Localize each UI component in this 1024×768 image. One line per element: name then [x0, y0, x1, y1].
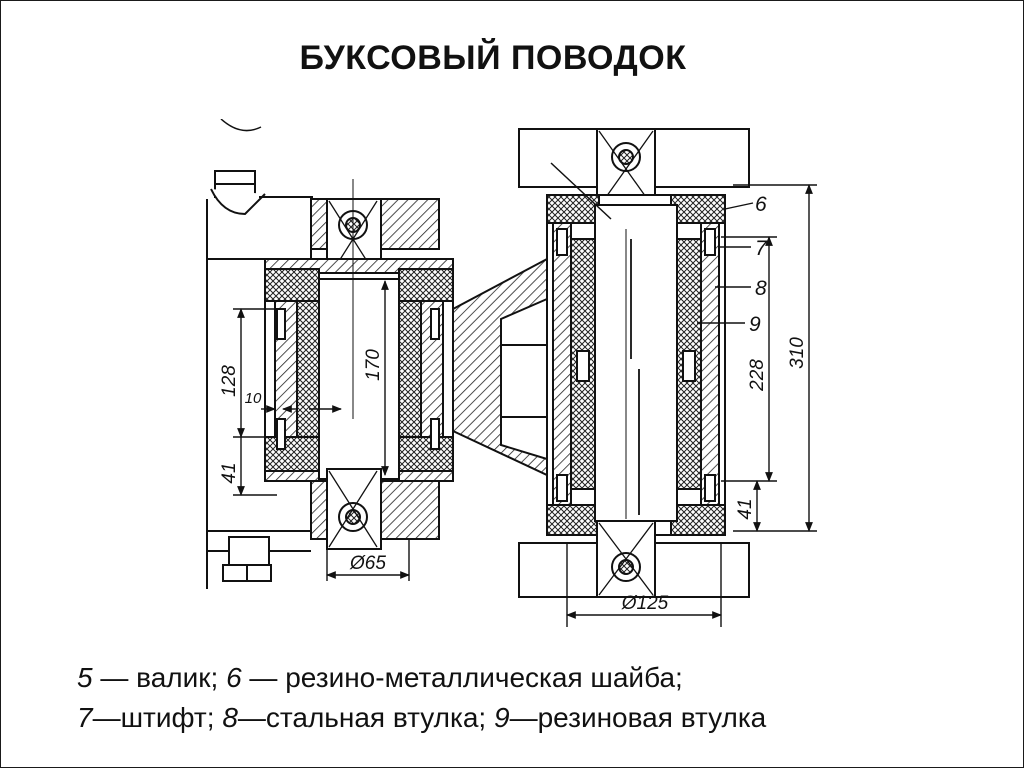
- caption-num: 7: [77, 702, 93, 733]
- caption: 5 — валик; 6 — резино-металлическая шайб…: [77, 658, 977, 738]
- dim-41-left: 41: [219, 462, 240, 483]
- dim-10: 10: [245, 390, 262, 407]
- part-label-6: 6: [755, 193, 767, 216]
- caption-text: —резиновая втулка: [509, 702, 767, 733]
- caption-num: 5: [77, 662, 93, 693]
- caption-text: — резино-металлическая шайба;: [241, 662, 683, 693]
- caption-line-1: 5 — валик; 6 — резино-металлическая шайб…: [77, 658, 977, 698]
- dim-170: 170: [363, 349, 384, 381]
- dim-128: 128: [219, 365, 240, 397]
- dim-228: 228: [747, 359, 768, 392]
- right-shaft: [594, 204, 678, 522]
- axle-box-link-drawing: 128 10 41 170 Ø65 228 310 41 Ø125 6 7 8 …: [206, 119, 817, 627]
- dim-d65: Ø65: [349, 553, 386, 574]
- bolt-top-left: [210, 119, 313, 216]
- caption-line-2: 7—штифт; 8—стальная втулка; 9—резиновая …: [77, 698, 977, 738]
- caption-text: —стальная втулка;: [237, 702, 494, 733]
- caption-num: 9: [494, 702, 510, 733]
- part-label-8: 8: [755, 277, 767, 300]
- caption-num: 8: [222, 702, 238, 733]
- caption-num: 6: [226, 662, 242, 693]
- caption-text: —штифт;: [92, 702, 223, 733]
- dim-d125: Ø125: [621, 593, 669, 614]
- dim-310: 310: [787, 337, 808, 369]
- caption-text: — валик;: [92, 662, 227, 693]
- part-label-9: 9: [749, 313, 761, 336]
- dim-41-right: 41: [735, 498, 756, 519]
- part-label-7: 7: [755, 237, 768, 260]
- left-shaft: [318, 278, 400, 480]
- slide-title: БУКСОВЫЙ ПОВОДОК: [299, 39, 687, 77]
- bolt-bottom-left: [207, 530, 311, 582]
